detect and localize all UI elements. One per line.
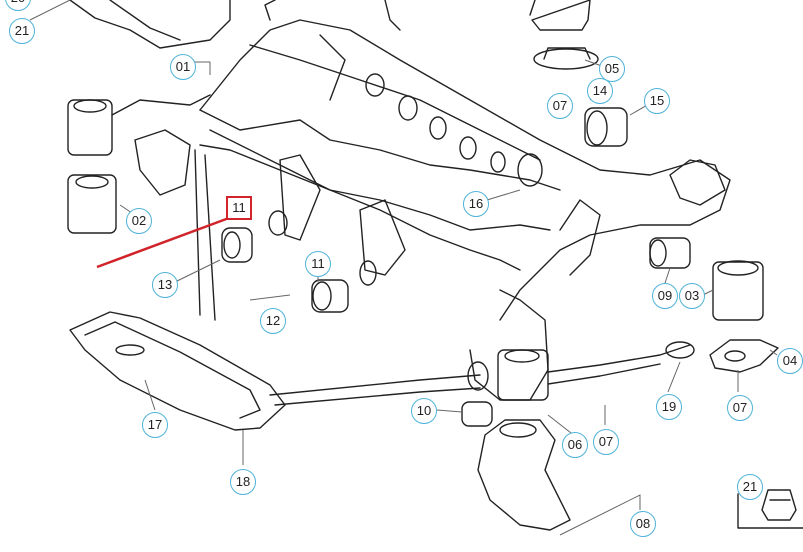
bushing-13: [221, 227, 253, 263]
trailing-arm: [559, 199, 601, 276]
callout-21: 21: [9, 18, 35, 44]
callout-19: 19: [656, 394, 682, 420]
callout-02: 02: [126, 208, 152, 234]
callout-16: 16: [463, 191, 489, 217]
callout-21: 21: [737, 474, 763, 500]
callout-07: 07: [547, 93, 573, 119]
skid-plate: [69, 311, 286, 431]
callout-15: 15: [644, 88, 670, 114]
tie-rod: [269, 344, 691, 396]
callout-07: 07: [727, 395, 753, 421]
bushing-12: [311, 279, 349, 313]
callout-18: 18: [230, 469, 256, 495]
callout-06: 06: [562, 432, 588, 458]
callout-12: 12: [260, 308, 286, 334]
bushing-03: [712, 261, 764, 321]
callout-08: 08: [630, 511, 656, 537]
callout-11: 11: [305, 251, 331, 277]
inset-frame: [737, 493, 803, 529]
callout-13: 13: [152, 272, 178, 298]
callout-05: 05: [599, 56, 625, 82]
callout-14: 14: [587, 78, 613, 104]
bushing-10: [461, 401, 493, 427]
subframe-main: [199, 19, 731, 321]
red-pointer-line: [96, 216, 230, 269]
bushing-lower-left: [67, 174, 117, 234]
callout-03: 03: [679, 283, 705, 309]
washer-04: [709, 339, 779, 373]
lower-mount-08: [477, 419, 571, 531]
upper-bracket: [69, 0, 231, 49]
bushing-09: [649, 237, 691, 269]
callout-04: 04: [777, 348, 803, 374]
callout-10: 10: [411, 398, 437, 424]
highlighted-callout-11: 11: [226, 196, 252, 220]
callout-09: 09: [652, 283, 678, 309]
callout-01: 01: [170, 54, 196, 80]
callout-07: 07: [593, 429, 619, 455]
bushing-14: [584, 107, 628, 147]
top-mount: [529, 0, 591, 31]
callout-17: 17: [142, 412, 168, 438]
